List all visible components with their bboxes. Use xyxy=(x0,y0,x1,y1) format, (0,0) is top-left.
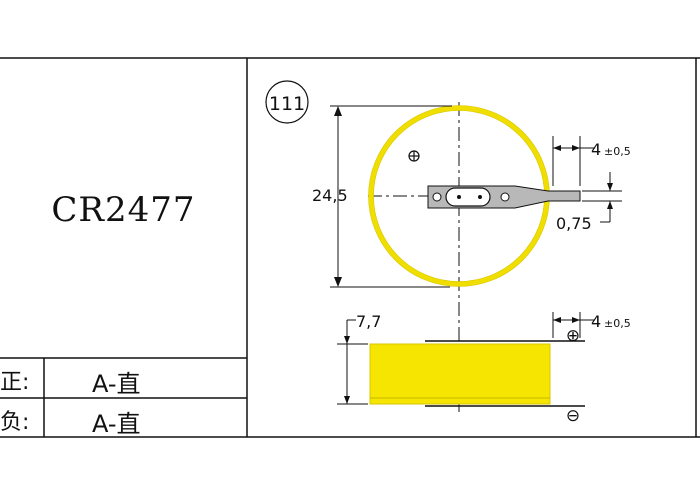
side-solder-tabs xyxy=(425,340,585,407)
tol-tab-offset-top: ±0,5 xyxy=(604,145,631,158)
dim-tab-offset-side: 4 xyxy=(591,312,601,331)
dim-tab-offset-top: 4 xyxy=(591,140,601,159)
diameter-arrow-top xyxy=(334,106,342,116)
plus-mark-icon xyxy=(408,150,420,162)
tab-offset-top-arrow-left xyxy=(553,145,561,151)
model-name: CR2477 xyxy=(51,190,196,230)
diameter-dimension xyxy=(330,105,452,288)
tol-tab-offset-side: ±0,5 xyxy=(604,317,631,330)
drawing-code: 111 xyxy=(269,93,305,115)
tab-offset-top-dimension xyxy=(552,136,595,186)
tab-thickness-arrow-top xyxy=(607,183,613,191)
height-arrow-top xyxy=(344,336,350,344)
positive-value: A-直 xyxy=(92,370,141,398)
solder-tab xyxy=(427,185,581,209)
diameter-arrow-bottom xyxy=(334,277,342,287)
positive-label: 正: xyxy=(0,370,30,395)
negative-label: 负: xyxy=(0,410,30,435)
drawing-code-circle xyxy=(265,80,309,124)
height-dimension xyxy=(337,319,368,405)
tab-offset-side-arrow-right xyxy=(572,317,580,323)
plus-symbol-icon: ⊕ xyxy=(566,326,580,346)
tab-thickness-arrow-bottom xyxy=(607,201,613,209)
battery-side-view xyxy=(369,343,551,405)
tab-offset-side-arrow-left xyxy=(553,317,561,323)
negative-value: A-直 xyxy=(92,410,141,438)
height-arrow-bottom xyxy=(344,396,350,404)
dim-tab-thickness: 0,75 xyxy=(556,214,592,233)
dim-diameter: 24,5 xyxy=(312,186,348,205)
dim-height: 7,7 xyxy=(356,312,381,331)
tab-offset-top-arrow-right xyxy=(572,145,580,151)
minus-symbol-icon: ⊖ xyxy=(566,406,580,426)
